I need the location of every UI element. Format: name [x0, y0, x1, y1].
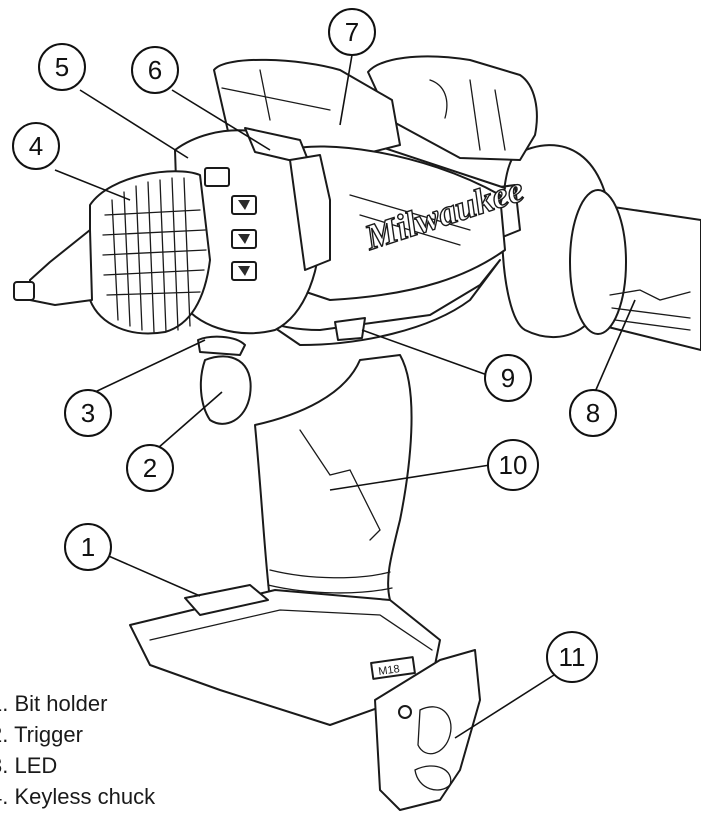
callout-10: 10: [487, 439, 539, 491]
belt-clip: [374, 649, 481, 811]
svg-text:10: 10: [499, 450, 528, 480]
grip-handle: [254, 354, 413, 601]
callout-5: 5: [38, 43, 86, 91]
led: [197, 335, 246, 356]
mode-collar: [174, 127, 331, 335]
legend-item: 3. LED: [0, 753, 58, 778]
svg-text:5: 5: [55, 52, 69, 82]
trigger: [199, 355, 252, 425]
callout-8: 8: [569, 389, 617, 437]
callout-11: 11: [546, 631, 598, 683]
chuck-knurling: [102, 177, 207, 333]
legend-item: 4. Keyless chuck: [0, 784, 156, 809]
legend-item: 1. Bit holder: [0, 691, 108, 716]
callout-3: 3: [64, 389, 112, 437]
callout-1: 1: [64, 523, 112, 571]
svg-text:9: 9: [501, 363, 515, 393]
direction-switch: [334, 317, 366, 341]
svg-text:1: 1: [81, 532, 95, 562]
callout-2: 2: [126, 444, 174, 492]
svg-text:11: 11: [559, 642, 586, 672]
svg-text:7: 7: [345, 17, 359, 47]
parts-legend: 1. Bit holder 2. Trigger 3. LED 4. Keyle…: [0, 688, 155, 812]
callout-6: 6: [131, 46, 179, 94]
legend-item: 2. Trigger: [0, 722, 83, 747]
svg-text:2: 2: [143, 453, 157, 483]
svg-text:M18: M18: [378, 663, 401, 678]
svg-text:3: 3: [81, 398, 95, 428]
svg-text:8: 8: [586, 398, 600, 428]
callout-9: 9: [484, 354, 532, 402]
svg-text:4: 4: [29, 131, 43, 161]
svg-text:6: 6: [148, 55, 162, 85]
callout-4: 4: [12, 122, 60, 170]
keyless-chuck: [13, 170, 211, 335]
callout-7: 7: [328, 8, 376, 56]
drill-body: Milwaukee: [189, 55, 538, 346]
